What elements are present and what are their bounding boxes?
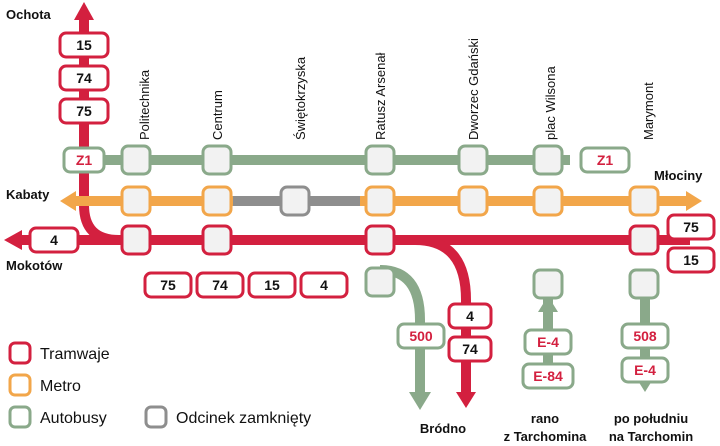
- direction-mlociny: Młociny: [654, 168, 703, 183]
- badge-bus-z1-left: Z1: [62, 146, 106, 174]
- stop-tram-ratusz: [364, 224, 396, 256]
- route-badges: 15 74 75 Z1 Z1 4 75 74 15 4 75 15 500 4 …: [28, 31, 716, 390]
- direction-tarchomin-morning-1: rano: [531, 411, 559, 426]
- svg-text:500: 500: [409, 328, 433, 344]
- svg-text:74: 74: [76, 70, 92, 86]
- svg-text:74: 74: [462, 341, 478, 357]
- direction-kabaty: Kabaty: [6, 187, 50, 202]
- stop-bus-centrum: [201, 144, 233, 176]
- svg-text:Z1: Z1: [597, 152, 614, 168]
- svg-text:Autobusy: Autobusy: [40, 410, 107, 427]
- svg-text:508: 508: [633, 328, 657, 344]
- svg-text:15: 15: [683, 252, 699, 268]
- badge-wilson-2: E-84: [521, 362, 575, 390]
- svg-text:E-84: E-84: [533, 368, 563, 384]
- svg-text:E-4: E-4: [537, 334, 559, 350]
- stop-markers: [120, 144, 660, 300]
- badge-below-2: 74: [195, 271, 245, 299]
- badge-ochota-2: 74: [58, 64, 110, 92]
- legend-item-closed: Odcinek zamknięty: [144, 405, 311, 429]
- direction-ochota: Ochota: [6, 7, 52, 22]
- badge-right-2: 15: [666, 246, 716, 274]
- station-label-dworzec: Dworzec Gdański: [466, 38, 481, 140]
- station-label-ratusz: Ratusz Arsenał: [373, 52, 388, 140]
- badge-brodno-bus: 500: [396, 322, 446, 350]
- legend: Tramwaje Metro Autobusy Odcinek zamknięt…: [8, 341, 311, 429]
- badge-mokotow: 4: [28, 226, 80, 254]
- direction-brodno: Bródno: [420, 421, 466, 436]
- stop-bus-wilson: [532, 144, 564, 176]
- svg-text:4: 4: [50, 232, 58, 248]
- stop-bus-ratusz-south: [364, 266, 396, 298]
- badge-below-3: 15: [247, 271, 297, 299]
- station-label-wilson: plac Wilsona: [543, 66, 558, 140]
- station-label-swietokrzyska: Świętokrzyska: [293, 56, 308, 140]
- badge-bus-z1-right: Z1: [579, 146, 631, 174]
- svg-text:75: 75: [160, 277, 176, 293]
- badge-ochota-1: 15: [58, 31, 110, 59]
- badge-below-4: 4: [299, 271, 349, 299]
- stop-metro-wilson: [532, 185, 564, 217]
- stop-metro-marymont: [628, 185, 660, 217]
- arrow-bus-wilson: [538, 296, 558, 312]
- arrow-bus-brodno: [409, 392, 431, 410]
- stop-tram-centrum: [201, 224, 233, 256]
- svg-text:75: 75: [76, 103, 92, 119]
- svg-text:75: 75: [683, 219, 699, 235]
- arrow-kabaty: [60, 191, 76, 211]
- badge-wilson-1: E-4: [523, 328, 573, 356]
- svg-text:4: 4: [320, 277, 328, 293]
- stop-bus-politechnika: [120, 144, 152, 176]
- svg-text:Odcinek zamknięty: Odcinek zamknięty: [176, 410, 311, 427]
- badge-brodno-tram-2: 74: [447, 335, 493, 363]
- stop-bus-wilson-south: [532, 268, 564, 300]
- station-label-centrum: Centrum: [210, 90, 225, 140]
- stop-bus-dworzec: [457, 144, 489, 176]
- tram-line-brodno: [414, 235, 471, 398]
- arrow-mokotow: [4, 230, 22, 250]
- arrow-mlociny: [686, 191, 702, 211]
- arrow-ochota: [74, 2, 94, 20]
- legend-item-bus: Autobusy: [8, 405, 107, 429]
- station-label-marymont: Marymont: [641, 82, 656, 140]
- stop-metro-swietokrzyska: [279, 185, 311, 217]
- stop-metro-ratusz: [364, 185, 396, 217]
- svg-text:15: 15: [264, 277, 280, 293]
- stop-tram-politechnika: [120, 224, 152, 256]
- svg-text:Metro: Metro: [40, 378, 81, 395]
- stop-tram-marymont: [628, 224, 660, 256]
- svg-text:74: 74: [212, 277, 228, 293]
- direction-labels: Ochota Kabaty Mokotów Młociny Bródno ran…: [6, 7, 703, 444]
- svg-text:E-4: E-4: [634, 362, 656, 378]
- svg-text:4: 4: [466, 308, 474, 324]
- badge-marymont-2: E-4: [620, 356, 670, 384]
- stop-bus-ratusz: [364, 144, 396, 176]
- stop-metro-centrum: [201, 185, 233, 217]
- legend-item-tram: Tramwaje: [8, 341, 110, 365]
- station-labels: Politechnika Centrum Świętokrzyska Ratus…: [137, 38, 656, 140]
- direction-tarchomin-afternoon-1: po południu: [614, 411, 688, 426]
- badge-ochota-3: 75: [58, 97, 110, 125]
- station-label-politechnika: Politechnika: [137, 69, 152, 140]
- svg-text:Tramwaje: Tramwaje: [40, 346, 110, 363]
- svg-text:15: 15: [76, 37, 92, 53]
- arrow-brodno: [456, 392, 476, 408]
- badge-right-1: 75: [666, 213, 716, 241]
- direction-tarchomin-morning-2: z Tarchomina: [504, 429, 588, 444]
- legend-item-metro: Metro: [8, 373, 81, 397]
- direction-tarchomin-afternoon-2: na Tarchomin: [609, 429, 693, 444]
- badge-brodno-tram-1: 4: [447, 302, 493, 330]
- badge-below-1: 75: [143, 271, 193, 299]
- stop-bus-marymont-south: [628, 268, 660, 300]
- stop-metro-politechnika: [120, 185, 152, 217]
- badge-marymont-1: 508: [620, 322, 670, 350]
- svg-text:Z1: Z1: [76, 152, 93, 168]
- stop-metro-dworzec: [457, 185, 489, 217]
- direction-mokotow: Mokotów: [6, 258, 63, 273]
